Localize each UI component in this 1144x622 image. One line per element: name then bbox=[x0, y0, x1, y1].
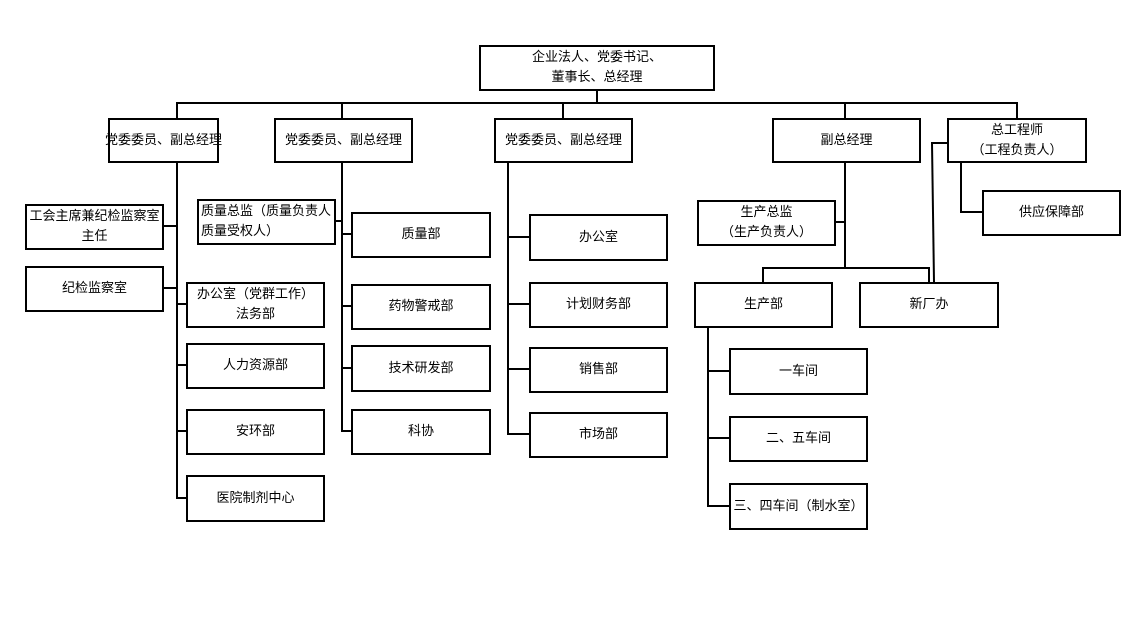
admin-office-label: 办公室 bbox=[578, 229, 618, 245]
quality-dept-box: 质量部 bbox=[351, 212, 491, 258]
workshop25-label: 二、五车间 bbox=[765, 431, 831, 446]
new-plant-box: 新厂办 bbox=[859, 282, 999, 328]
admin-office-box: 办公室 bbox=[529, 214, 668, 261]
safety-env-label: 安环部 bbox=[235, 424, 275, 439]
workshop25-box: 二、五车间 bbox=[729, 416, 868, 462]
hospital-prep-label: 医院制剂中心 bbox=[216, 490, 295, 506]
party-office-line2: 法务部 bbox=[235, 307, 275, 322]
vp4-box: 副总经理 bbox=[772, 118, 921, 163]
vp1-box: 党委委员、副总经理 bbox=[105, 118, 223, 163]
quality-director-box: 质量总监（质量负责人 质量受权人） bbox=[197, 199, 336, 245]
production-director-line2: （生产负责人） bbox=[720, 225, 812, 240]
pharmacovigilance-box: 药物警戒部 bbox=[351, 284, 491, 330]
vp3-label: 党委委员、副总经理 bbox=[504, 132, 622, 148]
workshop1-label: 一车间 bbox=[778, 363, 818, 379]
vp3-box: 党委委员、副总经理 bbox=[494, 118, 633, 163]
science-assoc-label: 科协 bbox=[407, 424, 434, 439]
science-assoc-box: 科协 bbox=[351, 409, 491, 455]
marketing-box: 市场部 bbox=[529, 412, 668, 458]
connector bbox=[930, 141, 936, 284]
safety-env-box: 安环部 bbox=[186, 409, 325, 455]
quality-dept-label: 质量部 bbox=[401, 227, 441, 242]
production-director-box: 生产总监 （生产负责人） bbox=[697, 200, 836, 246]
production-dept-label: 生产部 bbox=[743, 297, 783, 312]
union-chair-line1: 工会主席兼纪检监察室 bbox=[29, 209, 160, 224]
chief-engineer-box: 总工程师 （工程负责人） bbox=[947, 118, 1087, 163]
supply-box: 供应保障部 bbox=[982, 190, 1121, 236]
hospital-prep-box: 医院制剂中心 bbox=[186, 475, 325, 522]
supply-label: 供应保障部 bbox=[1018, 205, 1084, 220]
ceo-title-line2: 董事长、总经理 bbox=[551, 70, 643, 85]
vp4-label: 副总经理 bbox=[820, 132, 873, 148]
discipline-office-label: 纪检监察室 bbox=[61, 281, 127, 296]
marketing-label: 市场部 bbox=[578, 427, 618, 442]
pharmacovigilance-label: 药物警戒部 bbox=[388, 299, 454, 314]
vp2-label: 党委委员、副总经理 bbox=[284, 132, 402, 148]
finance-box: 计划财务部 bbox=[529, 282, 668, 328]
union-chair-line2: 主任 bbox=[81, 229, 108, 244]
party-office-line1: 办公室（党群工作） bbox=[196, 287, 314, 302]
quality-director-line1: 质量总监（质量负责人 bbox=[201, 204, 332, 219]
rnd-box: 技术研发部 bbox=[351, 345, 491, 392]
ceo-box: 企业法人、党委书记、 董事长、总经理 bbox=[479, 45, 715, 91]
sales-box: 销售部 bbox=[529, 347, 668, 393]
workshop34-box: 三、四车间（制水室） bbox=[729, 483, 868, 530]
finance-label: 计划财务部 bbox=[565, 297, 631, 312]
sales-label: 销售部 bbox=[578, 362, 618, 377]
vp1-label: 党委委员、副总经理 bbox=[105, 132, 223, 148]
discipline-office-box: 纪检监察室 bbox=[25, 266, 164, 312]
vp2-box: 党委委员、副总经理 bbox=[274, 118, 413, 163]
production-director-line1: 生产总监 bbox=[740, 205, 793, 220]
workshop1-box: 一车间 bbox=[729, 348, 868, 395]
production-dept-box: 生产部 bbox=[694, 282, 833, 328]
hr-label: 人力资源部 bbox=[222, 358, 288, 373]
quality-director-line2: 质量受权人） bbox=[201, 224, 280, 239]
workshop34-label: 三、四车间（制水室） bbox=[733, 498, 864, 514]
hr-box: 人力资源部 bbox=[186, 343, 325, 389]
party-office-box: 办公室（党群工作） 法务部 bbox=[186, 282, 325, 328]
union-chair-box: 工会主席兼纪检监察室 主任 bbox=[25, 204, 164, 250]
chief-engineer-line2: （工程负责人） bbox=[971, 142, 1063, 158]
ceo-title-line1: 企业法人、党委书记、 bbox=[531, 50, 662, 65]
rnd-label: 技术研发部 bbox=[388, 360, 454, 376]
new-plant-label: 新厂办 bbox=[909, 297, 949, 312]
chief-engineer-line1: 总工程师 bbox=[990, 122, 1043, 138]
